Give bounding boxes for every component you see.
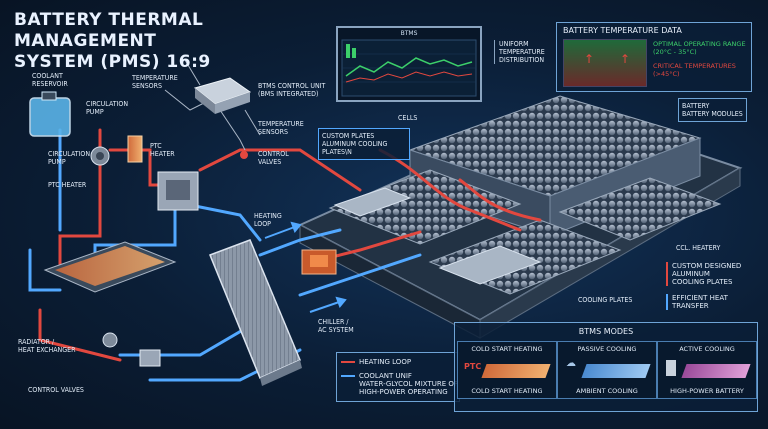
- pump-bottom-icon: [102, 332, 118, 348]
- label-cell-heatery: CCL. HEATERY: [676, 244, 721, 252]
- radiator: [209, 239, 302, 386]
- bms-control-unit: [193, 77, 252, 114]
- temperature-gauge: ↑ ↑: [563, 39, 647, 87]
- label-bms-control-unit: BTMS CONTROL UNIT (BMS INTEGRATED): [258, 82, 326, 98]
- label-circulation-pump-top: CIRCULATION PUMP: [86, 100, 129, 116]
- legend-coolant: COOLANT UNIF WATER-GLYCOL MIXTURE OR HIG…: [359, 372, 459, 396]
- label-control-valves-mid: CONTROL VALVES: [258, 150, 289, 166]
- heater-plate-icon: [481, 364, 551, 378]
- mode-active-cooling-header: ACTIVE COOLING: [679, 345, 735, 353]
- label-radiator: RADIATOR / HEAT EXCHANGER: [18, 338, 76, 354]
- ptc-heater-small: [127, 135, 143, 163]
- label-custom-plates: CUSTOM PLATES ALUMINUM COOLING PLATES\N: [318, 128, 410, 160]
- valve-bottom: [139, 349, 161, 367]
- label-temperature-sensors-right: TEMPERATURE SENSORS: [258, 120, 304, 136]
- coolant-swatch: [341, 375, 355, 377]
- monitor-graph: [341, 39, 477, 97]
- up-arrow-icon-2: ↑: [620, 52, 631, 66]
- mode-cold-start: COLD START HEATING PTC COLD START HEATIN…: [457, 341, 557, 399]
- mode-cold-start-footer: COLD START HEATING: [471, 387, 543, 395]
- flow-legend: HEATING LOOP COOLANT UNIF WATER-GLYCOL M…: [336, 352, 460, 402]
- callout-efficient-heat: EFFICIENT HEAT TRANSFER: [666, 294, 728, 310]
- coolant-reservoir: [29, 91, 71, 137]
- control-valve-icon: [240, 151, 248, 159]
- mode-cold-start-header: COLD START HEATING: [471, 345, 543, 353]
- mode-active-cooling: ACTIVE COOLING HIGH-POWER BATTERY: [657, 341, 757, 399]
- page-title: BATTERY THERMAL MANAGEMENT SYSTEM (PMS) …: [14, 10, 314, 73]
- ptc-tag: PTC: [464, 362, 482, 371]
- monitor-title: BTMS: [400, 30, 418, 37]
- valve-box: [157, 171, 199, 211]
- label-cells: CELLS: [398, 114, 418, 122]
- label-circulation-pump-left: CIRCULATION PUMP: [48, 150, 91, 166]
- label-heating-loop: HEATING LOOP: [254, 212, 282, 228]
- mode-passive-cooling-header: PASSIVE COOLING: [577, 345, 637, 353]
- label-battery-modules: BATTERY BATTERY MODULES: [678, 98, 747, 122]
- mode-active-cooling-footer: HIGH-POWER BATTERY: [670, 387, 744, 395]
- temperature-panel: BATTERY TEMPERATURE DATA ↑ ↑ OPTIMAL OPE…: [556, 22, 752, 92]
- label-temperature-sensors-top: TEMPERATURE SENSORS: [132, 74, 178, 90]
- label-coolant-reservoir: COOLANT RESERVOIR: [32, 72, 68, 88]
- cooling-plate-icon: [581, 364, 651, 378]
- circulation-pump: [90, 146, 110, 166]
- flow-arrows: [264, 221, 347, 313]
- modes-title: BTMS MODES: [578, 327, 634, 336]
- label-control-valves-bottom: CONTROL VALVES: [28, 386, 84, 394]
- up-arrow-icon: ↑: [584, 52, 595, 66]
- cloud-icon: ☁: [566, 358, 576, 369]
- battery-pack-icon: [681, 364, 751, 378]
- optimal-range-text: OPTIMAL OPERATING RANGE (20°C - 35°C): [653, 40, 746, 56]
- critical-temp-text: CRITICAL TEMPERATURES (>45°C): [653, 62, 736, 78]
- title-line-1: BATTERY THERMAL MANAGEMENT: [14, 10, 204, 51]
- btms-modes-panel: BTMS MODES COLD START HEATING PTC COLD S…: [454, 322, 758, 412]
- title-line-2: SYSTEM (PMS) 16:9: [14, 52, 211, 72]
- label-ptc-heater-left: PTC HEATER: [48, 181, 87, 189]
- temperature-panel-title: BATTERY TEMPERATURE DATA: [563, 26, 682, 35]
- label-cooling-plates: COOLING PLATES: [578, 296, 633, 304]
- label-uniform-temperature: UNIFORM TEMPERATURE DISTRIBUTION: [494, 40, 545, 64]
- legend-heating-loop: HEATING LOOP: [359, 358, 412, 366]
- heat-exchanger: [43, 241, 177, 293]
- heating-loop-swatch: [341, 361, 355, 363]
- chiller-unit: [301, 249, 337, 275]
- btms-monitor: BTMS: [336, 26, 482, 102]
- label-chiller: CHILLER / AC SYSTEM: [318, 318, 354, 334]
- label-ptc-heater-mid: PTC HEATER: [150, 142, 175, 158]
- mode-passive-cooling-footer: AMBIENT COOLING: [576, 387, 638, 395]
- chiller-icon: [666, 360, 676, 376]
- callout-custom-designed: CUSTOM DESIGNED ALUMINUM COOLING PLATES: [666, 262, 741, 286]
- mode-passive-cooling: PASSIVE COOLING ☁ AMBIENT COOLING: [557, 341, 657, 399]
